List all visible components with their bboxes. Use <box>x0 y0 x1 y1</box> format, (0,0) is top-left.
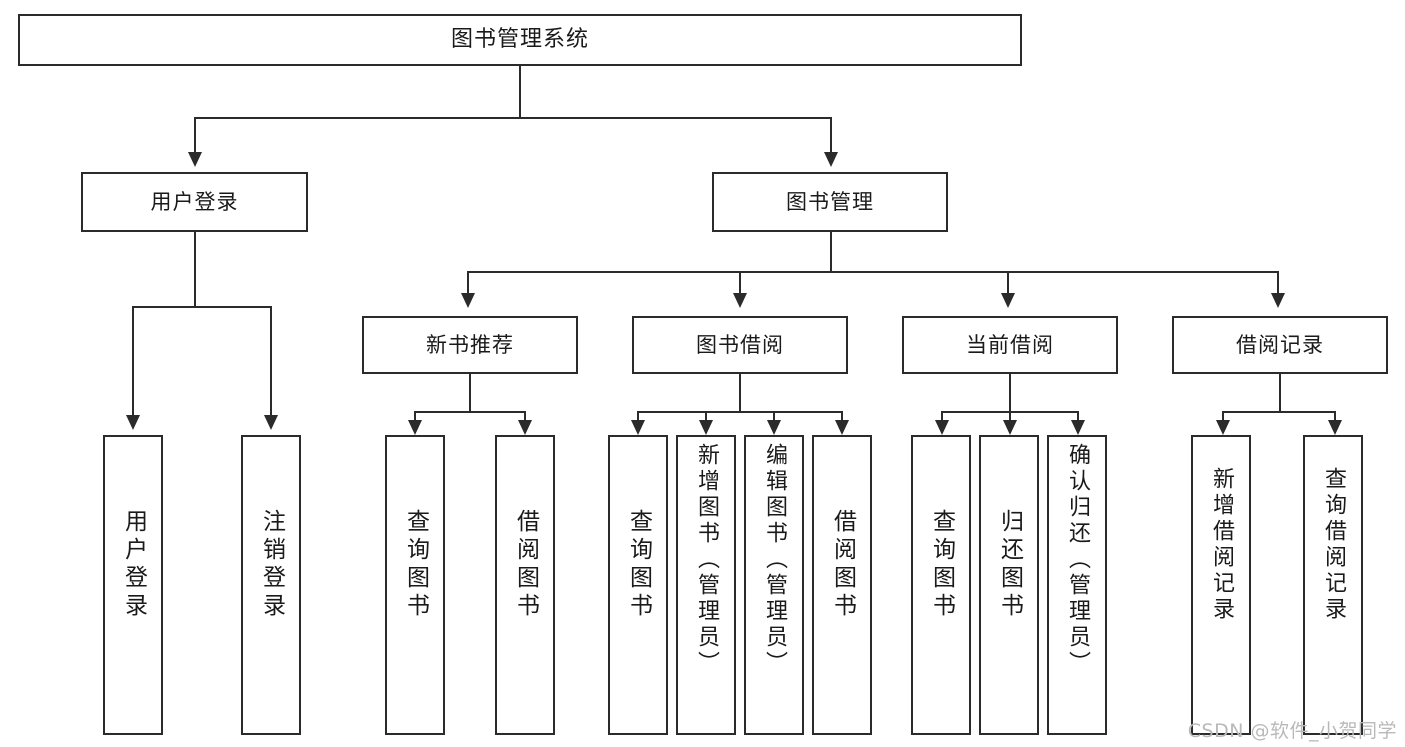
leaf-query-book-borrow[interactable]: 查询图书 <box>608 435 668 735</box>
arrowhead-current-borrow-child-3 <box>1071 420 1085 435</box>
node-label: 图书管理 <box>786 189 874 214</box>
connector-root-drop-2 <box>830 117 832 155</box>
node-label: 当前借阅 <box>966 332 1054 357</box>
connector-user-login-stem <box>194 232 196 307</box>
arrowhead-new-book-child-2 <box>518 420 532 435</box>
connector-borrow-record-bus <box>1222 411 1336 413</box>
connector-book-borrow-drop-1 <box>637 411 639 425</box>
leaf-borrow-book-recommend[interactable]: 借阅图书 <box>495 435 555 735</box>
connector-root-drop-1 <box>194 117 196 155</box>
leaf-add-book-admin[interactable]: 新增图书（管理员） <box>676 435 736 735</box>
arrowhead-to-user-login <box>188 152 202 167</box>
node-book-management[interactable]: 图书管理 <box>712 172 948 232</box>
arrowhead-to-borrow-record <box>1271 293 1285 308</box>
node-root-book-management-system[interactable]: 图书管理系统 <box>18 14 1022 66</box>
leaf-edit-book-admin[interactable]: 编辑图书（管理员） <box>744 435 804 735</box>
node-new-book-recommend[interactable]: 新书推荐 <box>362 316 578 374</box>
connector-book-management-drop-4 <box>1277 271 1279 295</box>
node-label: 图书借阅 <box>696 332 784 357</box>
leaf-label: 查询图书 <box>625 509 652 621</box>
leaf-label: 查询借阅记录 <box>1321 467 1346 623</box>
arrowhead-book-borrow-child-2 <box>699 420 713 435</box>
connector-book-borrow-drop-2 <box>705 411 707 425</box>
arrowhead-to-leaf-user-login <box>126 415 140 430</box>
leaf-label: 注销登录 <box>258 509 285 621</box>
leaf-label: 确认归还（管理员） <box>1065 443 1090 677</box>
node-label: 用户登录 <box>150 189 239 214</box>
connector-book-management-drop-3 <box>1007 271 1009 295</box>
leaf-query-book-recommend[interactable]: 查询图书 <box>385 435 445 735</box>
arrowhead-to-book-management <box>824 152 838 167</box>
connector-book-management-stem <box>830 232 832 272</box>
connector-new-book-stem <box>469 374 471 412</box>
connector-book-borrow-drop-3 <box>773 411 775 425</box>
leaf-label: 用户登录 <box>120 509 147 621</box>
connector-new-book-drop-1 <box>414 411 416 425</box>
node-label: 借阅记录 <box>1236 332 1324 357</box>
leaf-label: 新增图书（管理员） <box>694 443 719 677</box>
arrowhead-to-leaf-logout <box>264 415 278 430</box>
leaf-query-borrow-record[interactable]: 查询借阅记录 <box>1303 435 1363 735</box>
connector-current-borrow-drop-1 <box>941 411 943 425</box>
connector-book-management-drop-2 <box>739 271 741 295</box>
leaf-confirm-return-admin[interactable]: 确认归还（管理员） <box>1047 435 1107 735</box>
connector-book-management-drop-1 <box>467 271 469 295</box>
arrowhead-to-new-book-recommend <box>461 293 475 308</box>
connector-current-borrow-drop-2 <box>1009 411 1011 425</box>
connector-book-borrow-drop-4 <box>841 411 843 425</box>
leaf-label: 查询图书 <box>402 509 429 621</box>
leaf-query-book-current[interactable]: 查询图书 <box>911 435 971 735</box>
node-user-login[interactable]: 用户登录 <box>81 172 308 232</box>
leaf-logout[interactable]: 注销登录 <box>241 435 301 735</box>
arrowhead-to-current-borrow <box>1001 293 1015 308</box>
connector-book-borrow-bus <box>637 411 843 413</box>
connector-borrow-record-stem <box>1279 374 1281 412</box>
leaf-borrow-book[interactable]: 借阅图书 <box>812 435 872 735</box>
node-borrow-record[interactable]: 借阅记录 <box>1172 316 1388 374</box>
node-label: 新书推荐 <box>426 332 514 357</box>
leaf-label: 归还图书 <box>996 509 1023 621</box>
node-label: 图书管理系统 <box>450 27 589 53</box>
connector-root-bus <box>194 117 832 119</box>
connector-new-book-bus <box>414 411 526 413</box>
connector-book-management-bus <box>467 271 1279 273</box>
node-current-borrow[interactable]: 当前借阅 <box>902 316 1118 374</box>
leaf-user-login[interactable]: 用户登录 <box>103 435 163 735</box>
leaf-label: 借阅图书 <box>512 509 539 621</box>
arrowhead-new-book-child-1 <box>408 420 422 435</box>
node-book-borrow[interactable]: 图书借阅 <box>632 316 848 374</box>
arrowhead-book-borrow-child-4 <box>835 420 849 435</box>
leaf-return-book[interactable]: 归还图书 <box>979 435 1039 735</box>
connector-current-borrow-drop-3 <box>1077 411 1079 425</box>
arrowhead-current-borrow-child-1 <box>935 420 949 435</box>
leaf-label: 编辑图书（管理员） <box>762 443 787 677</box>
arrowhead-to-book-borrow <box>733 293 747 308</box>
leaf-label: 借阅图书 <box>829 509 856 621</box>
arrowhead-borrow-record-child-1 <box>1216 420 1230 435</box>
connector-root-stem <box>519 66 521 118</box>
connector-current-borrow-stem <box>1009 374 1011 412</box>
arrowhead-book-borrow-child-3 <box>767 420 781 435</box>
connector-user-login-drop-1 <box>132 306 134 418</box>
leaf-add-borrow-record[interactable]: 新增借阅记录 <box>1191 435 1251 735</box>
connector-borrow-record-drop-1 <box>1222 411 1224 425</box>
leaf-label: 查询图书 <box>928 509 955 621</box>
arrowhead-book-borrow-child-1 <box>631 420 645 435</box>
arrowhead-borrow-record-child-2 <box>1328 420 1342 435</box>
connector-book-borrow-stem <box>739 374 741 412</box>
connector-borrow-record-drop-2 <box>1334 411 1336 425</box>
leaf-label: 新增借阅记录 <box>1209 467 1234 623</box>
arrowhead-current-borrow-child-2 <box>1003 420 1017 435</box>
connector-new-book-drop-2 <box>524 411 526 425</box>
connector-user-login-drop-2 <box>270 306 272 418</box>
connector-user-login-bus <box>132 306 272 308</box>
